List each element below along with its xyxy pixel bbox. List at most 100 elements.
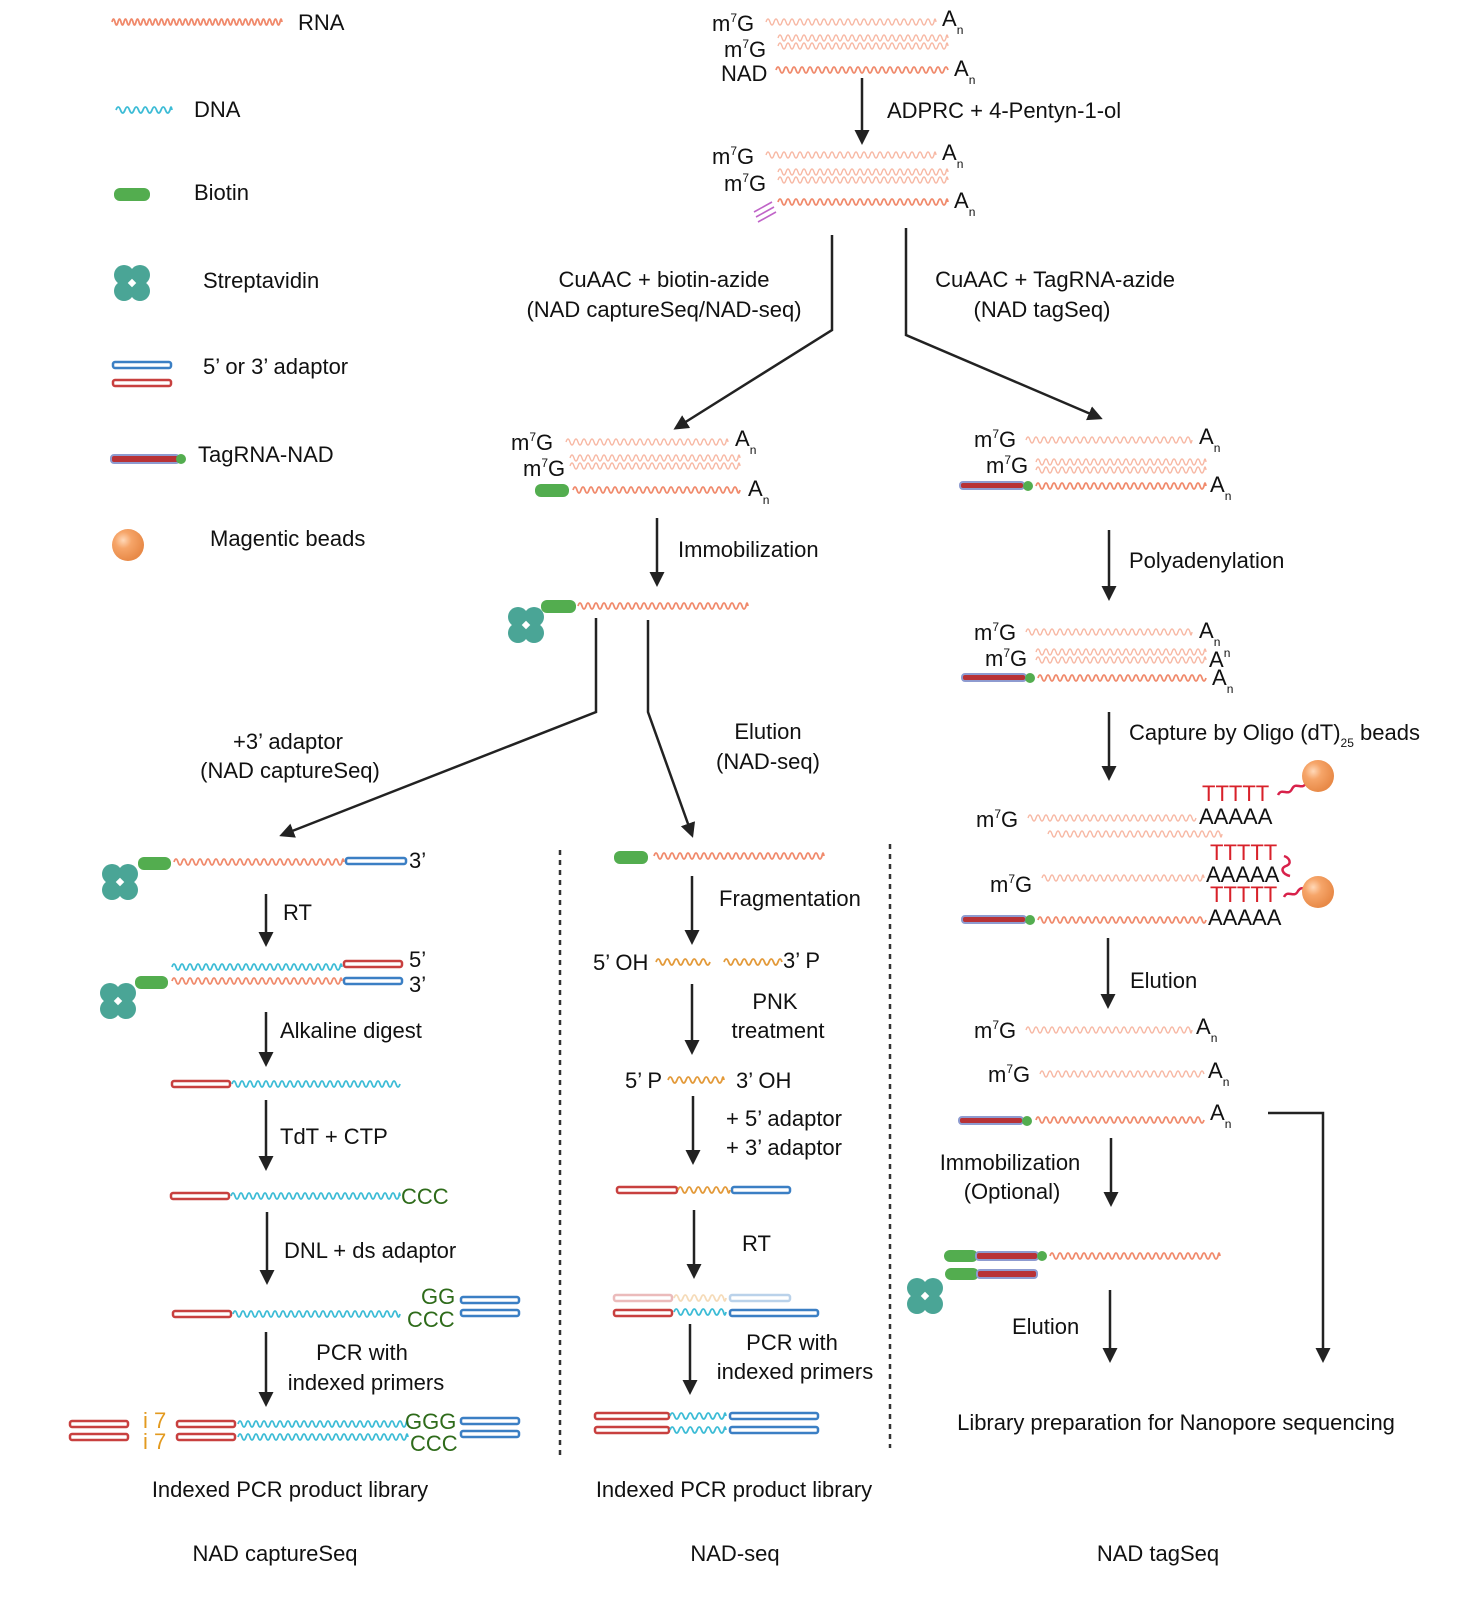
step-cuaac-biotin: CuAAC + biotin-azide — [559, 267, 770, 292]
adaptor-3 — [459, 1308, 521, 1318]
adaptor-5 — [169, 1191, 231, 1201]
step-cuaac-tag: CuAAC + TagRNA-azide — [935, 267, 1175, 292]
dna-strand — [171, 963, 343, 971]
step-elution-nadseq-method: (NAD-seq) — [716, 749, 820, 774]
rna-strand — [1025, 436, 1193, 444]
rna-strand — [1025, 1026, 1193, 1034]
step-add-5-adaptor: + 5’ adaptor — [726, 1106, 842, 1131]
rna-fragment — [667, 1076, 725, 1084]
biotin-icon — [944, 1250, 978, 1262]
biotin-icon — [614, 851, 648, 864]
legend-item-biotin: Biotin — [114, 180, 249, 205]
rna-strand — [777, 42, 949, 50]
tagseq-column: m7G An m7G An Polyadenylation m7G An m7G… — [907, 424, 1420, 1435]
branch-arrow-tagrna — [904, 228, 1103, 421]
nadseq-column: Fragmentation 5’ OH 3’ P PNK treatment 5… — [593, 851, 873, 1502]
cap-label-m7g: m7G — [712, 11, 754, 36]
legend-item-adaptor: 5’ or 3’ adaptor — [111, 354, 348, 388]
rna-strand — [569, 462, 741, 470]
poly-t: TTTTT — [1210, 882, 1277, 907]
polya-label: An — [1199, 618, 1220, 649]
step-rt: RT — [742, 1231, 771, 1256]
polya-label: An — [1210, 1100, 1231, 1131]
rna-strand — [777, 34, 949, 42]
step-dnl: DNL + ds adaptor — [284, 1238, 456, 1263]
adaptor-5 — [612, 1308, 674, 1318]
tagrna-nad-icon — [958, 1116, 1032, 1126]
rna-strand — [765, 18, 937, 26]
dna-strand — [237, 1433, 409, 1441]
dna-strand — [237, 1420, 409, 1428]
tag-rna — [976, 1269, 1038, 1279]
rna-fragment — [655, 958, 711, 966]
template-strand-faded — [612, 1293, 792, 1303]
adaptor-5 — [615, 1185, 679, 1195]
rna-strand — [765, 151, 937, 159]
poly-a: AAAAA — [1199, 804, 1273, 829]
polya-label: An — [735, 426, 756, 457]
dna-strand — [230, 1192, 401, 1200]
streptavidin-icon — [508, 607, 544, 643]
biotin-icon — [541, 600, 576, 613]
rna-strand — [1039, 1070, 1205, 1078]
streptavidin-icon — [114, 265, 150, 301]
cap-label-m7g: m7G — [712, 144, 754, 169]
magnetic-bead-icon — [112, 529, 144, 561]
magnetic-bead — [1302, 876, 1334, 908]
branch-arrow-captureseq — [279, 618, 598, 838]
rna-strand — [1047, 830, 1223, 838]
tagrna-nad-icon — [961, 915, 1035, 925]
biotin-icon — [138, 857, 171, 870]
rna-strand — [569, 454, 741, 462]
rna-strand — [1035, 648, 1207, 656]
step-capture: Capture by Oligo (dT)25 beads — [1129, 720, 1420, 750]
adaptor-5 — [170, 1079, 232, 1089]
method-captureseq: NAD captureSeq — [192, 1541, 357, 1566]
rna-fragment — [723, 958, 783, 966]
rna-strand — [777, 168, 949, 176]
method-tagseq: NAD tagSeq — [1097, 1541, 1219, 1566]
step-pcr-primers: indexed primers — [288, 1370, 445, 1395]
polya-label: An — [954, 56, 975, 87]
legend-item-rna: RNA — [111, 10, 345, 35]
rna-strand — [173, 858, 345, 866]
captureseq-column: 3’ RT 5’ 3’ Alkaline digest TdT + CTP CC… — [68, 848, 521, 1502]
polya-label: An — [1212, 665, 1233, 696]
rna-strand-tagged — [1037, 674, 1207, 682]
rna-strand — [1035, 458, 1207, 466]
rna-strand — [777, 176, 949, 184]
rna-wave-icon — [111, 18, 283, 26]
captureseq-library-product: i 7 i 7 GGG CCC — [68, 1408, 521, 1456]
step-tdt: TdT + CTP — [280, 1124, 388, 1149]
cap-label-m7g: m7G — [974, 427, 1016, 452]
cap-label-m7g: m7G — [724, 37, 766, 62]
step-pcr: PCR with — [316, 1340, 408, 1365]
step-immobilization-optional-note: (Optional) — [964, 1179, 1061, 1204]
polya-label: An — [942, 6, 963, 37]
step-polyadenylation: Polyadenylation — [1129, 548, 1284, 573]
label-ggg: GGG — [405, 1409, 456, 1434]
label-5oh: 5’ OH — [593, 950, 648, 975]
biotin-rna-pool: m7G An m7G An — [511, 426, 769, 507]
cap-label-m7g: m7G — [724, 171, 766, 196]
label-ccc: CCC — [407, 1307, 455, 1332]
step-immobilization: Immobilization — [678, 537, 819, 562]
magnetic-bead — [1302, 760, 1334, 792]
cap-label-m7g: m7G — [511, 430, 553, 455]
method-nadseq: NAD-seq — [690, 1541, 779, 1566]
adaptor-5 — [342, 959, 404, 969]
rna-strand — [1041, 874, 1205, 882]
branch-arrow-nadseq — [646, 620, 696, 838]
alkyne-tag-icon — [753, 201, 777, 223]
rna-strand — [171, 977, 343, 985]
tagrna-nad-icon — [110, 454, 186, 464]
label-3oh: 3’ OH — [736, 1068, 791, 1093]
output-nanopore: Library preparation for Nanopore sequenc… — [957, 1410, 1395, 1435]
rna-strand-nad — [775, 66, 949, 74]
adaptor-3 — [459, 1295, 521, 1305]
biotin-icon — [535, 484, 569, 497]
biotin-icon — [135, 976, 168, 989]
step-pnk: PNK — [752, 989, 798, 1014]
biotin-icon — [114, 188, 150, 201]
